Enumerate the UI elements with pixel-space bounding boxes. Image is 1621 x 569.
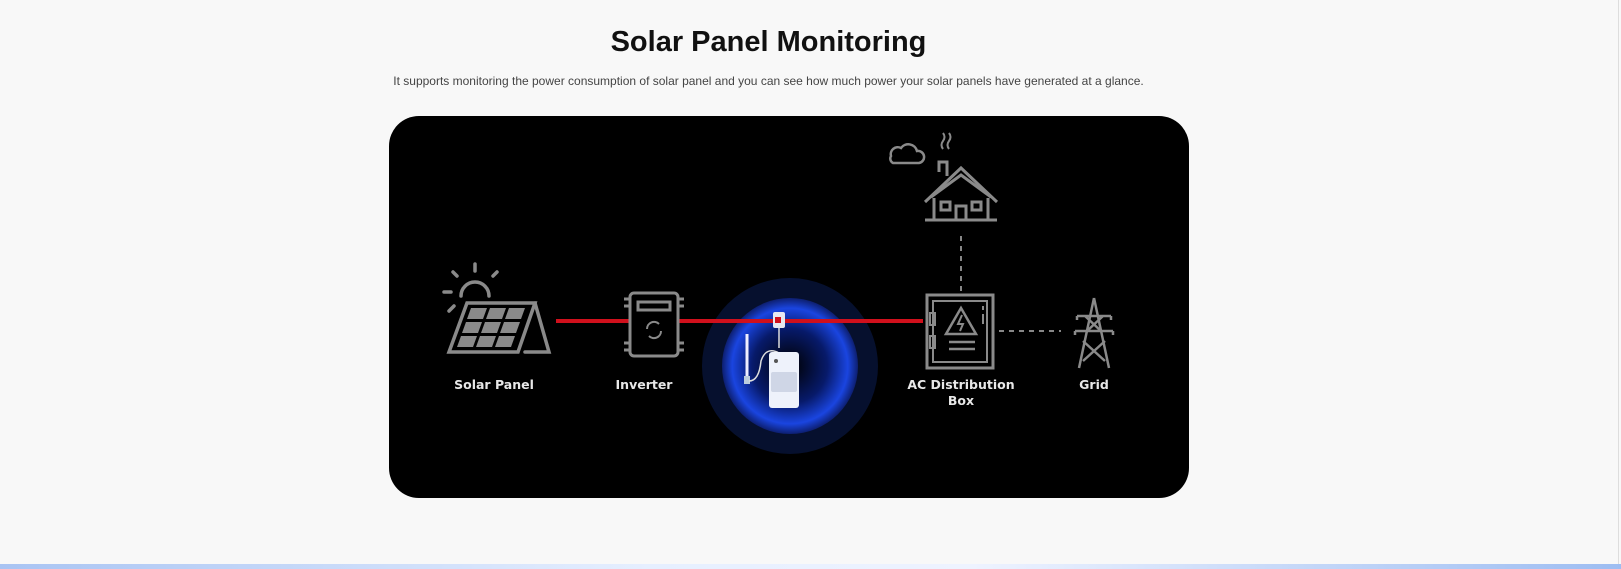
ac-distribution-box-label: AC Distribution Box [891,377,1031,409]
page-title: Solar Panel Monitoring [610,26,927,58]
inverter-label: Inverter [615,377,673,392]
page-subtitle: It supports monitoring the power consump… [393,74,1144,88]
bottom-gradient-bar [0,564,1621,569]
distribution-box-icon [925,293,995,370]
solar-panel-icon [442,262,552,354]
solar-panel-label: Solar Panel [454,377,534,392]
page-scrollbar-edge [1618,0,1619,569]
inverter-icon [624,291,684,358]
grid-label: Grid [1079,377,1109,392]
power-meter-device-icon [744,312,799,408]
house-icon [889,132,999,222]
power-tower-icon [1073,297,1115,369]
ac-distribution-box-label-line1: AC Distribution [907,377,1015,392]
solar-monitoring-diagram: Solar Panel Inverter AC Distribution Box… [389,116,1189,498]
ac-distribution-box-label-line2: Box [947,393,975,408]
